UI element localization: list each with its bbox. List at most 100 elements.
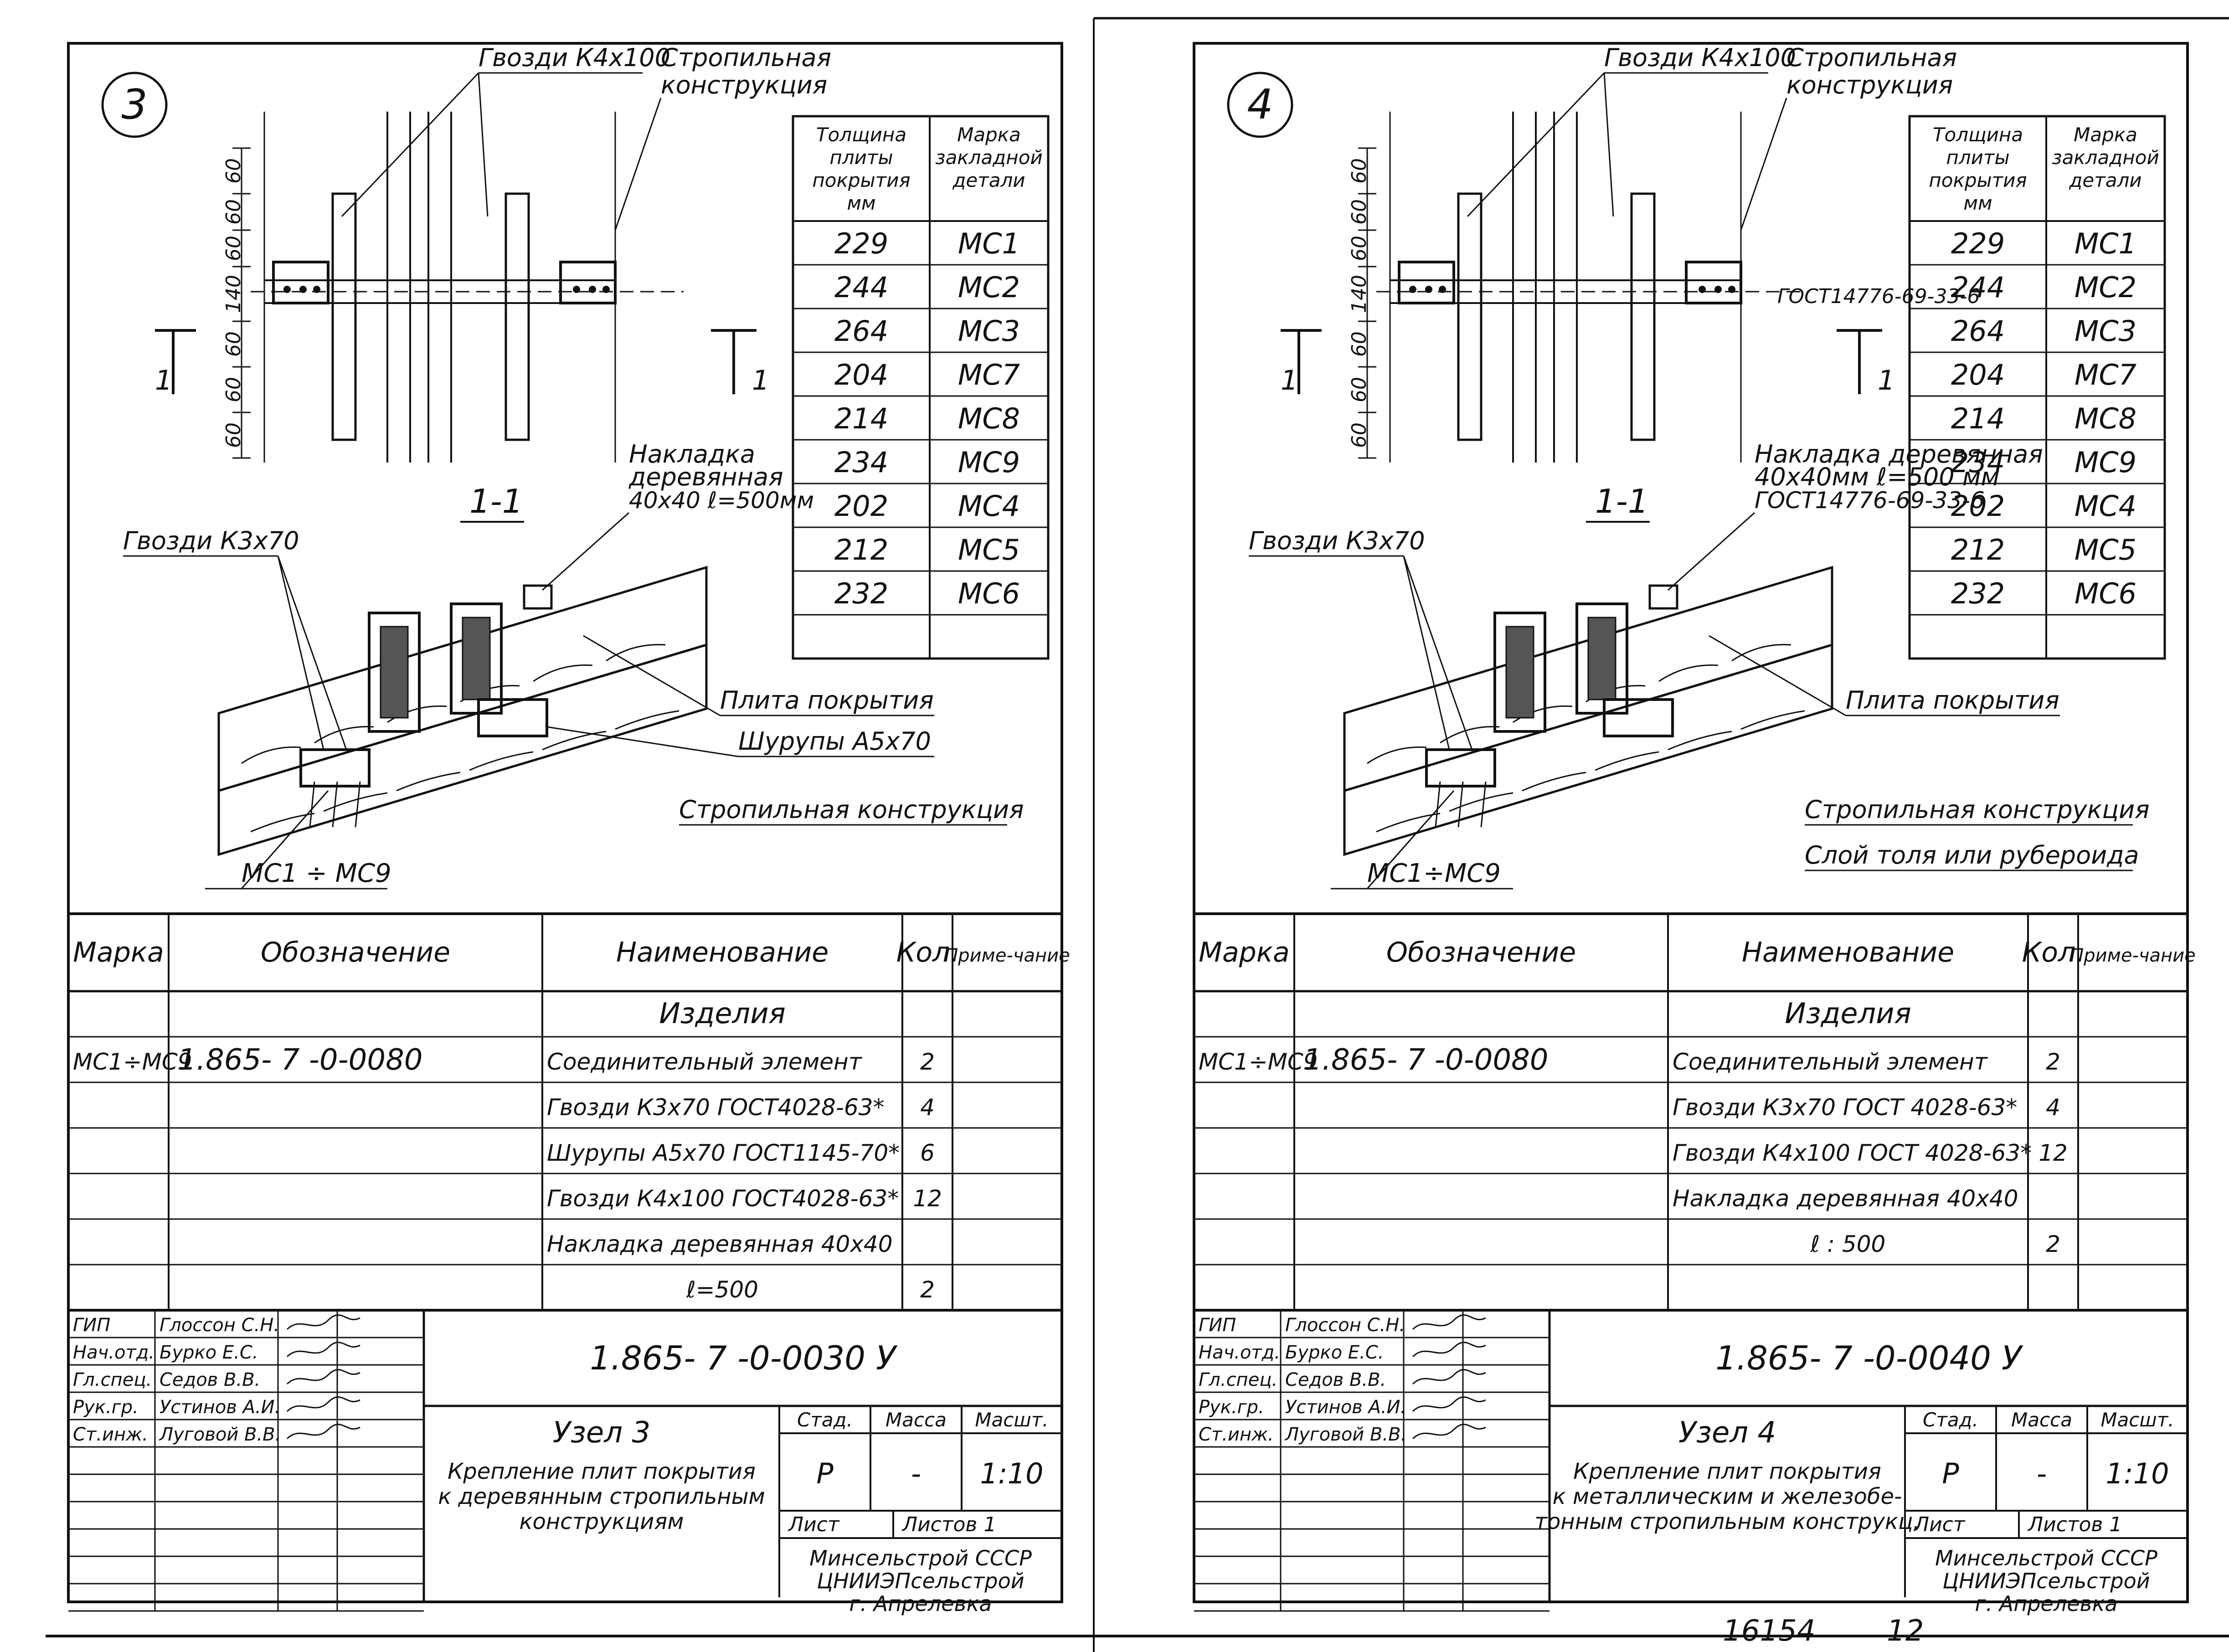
section-title: 1-1 bbox=[1595, 482, 1649, 520]
dimension-value: 60 bbox=[1348, 422, 1371, 448]
connector-plate bbox=[477, 698, 548, 737]
plate-mark: МС2 bbox=[958, 271, 1020, 304]
plate-thickness: 234 bbox=[834, 446, 888, 479]
fastener-dot bbox=[1409, 286, 1416, 293]
sheets-header: Листов 1 bbox=[2027, 1513, 2122, 1536]
dimension-value: 60 bbox=[1348, 331, 1371, 357]
organization: ЦНИИЭПсельстрой bbox=[817, 1569, 1024, 1593]
spec-section-title: Изделия bbox=[659, 997, 786, 1030]
spec-name: Гвозди К3х70 ГОСТ 4028-63* bbox=[1673, 1094, 2017, 1121]
person-name: Устинов А.И. bbox=[1285, 1397, 1406, 1418]
table-header: плиты bbox=[1946, 146, 2009, 169]
signature bbox=[1412, 1342, 1486, 1358]
plate-mark: МС7 bbox=[958, 358, 1020, 391]
signature bbox=[286, 1396, 360, 1412]
plate-thickness: 204 bbox=[1951, 358, 2005, 391]
thickness-table bbox=[1908, 115, 2166, 660]
joint-insulation bbox=[368, 612, 421, 733]
page-number: 12 bbox=[1887, 1614, 1924, 1648]
spec-header: Приме-чание bbox=[944, 945, 1070, 966]
thickness-table bbox=[792, 115, 1050, 660]
dimension-value: 60 bbox=[222, 236, 245, 261]
table-header: детали bbox=[952, 169, 1025, 191]
spec-qty: 2 bbox=[920, 1276, 935, 1303]
spec-qty: 4 bbox=[920, 1094, 935, 1121]
table-header: мм bbox=[1963, 192, 1992, 214]
signature bbox=[286, 1342, 360, 1358]
wood-grain bbox=[1595, 751, 1659, 771]
spec-qty: 2 bbox=[920, 1049, 935, 1075]
sheet-header: Лист bbox=[788, 1513, 840, 1536]
dimension-value: 60 bbox=[222, 377, 245, 402]
spec-name: Гвозди К4х100 ГОСТ4028-63* bbox=[547, 1185, 899, 1212]
connector-plate bbox=[1398, 261, 1455, 304]
person-role: Ст.инж. bbox=[1199, 1424, 1274, 1445]
plate-thickness: 212 bbox=[834, 533, 888, 566]
scale-header: Масшт. bbox=[2100, 1409, 2174, 1431]
label-roofing-layer: Слой толя или рубероида bbox=[1805, 841, 2139, 870]
spec-qty: 4 bbox=[2046, 1094, 2060, 1121]
wood-pad bbox=[504, 192, 530, 441]
mass-header: Масса bbox=[2011, 1409, 2072, 1431]
leader-line bbox=[277, 556, 347, 750]
top-pad bbox=[523, 584, 553, 610]
document-code: 1.865- 7 -0-0030 У bbox=[590, 1339, 898, 1377]
plate-thickness: 204 bbox=[834, 358, 888, 391]
wood-pad bbox=[331, 192, 357, 441]
spec-header: Наименование bbox=[1742, 937, 1954, 968]
sealant-core bbox=[1505, 626, 1534, 719]
leader-line bbox=[541, 512, 630, 591]
leader-line bbox=[1603, 72, 1614, 217]
plate-thickness: 264 bbox=[834, 314, 888, 348]
table-header: покрытия bbox=[812, 169, 910, 191]
cut-mark-label: 1 bbox=[155, 365, 172, 396]
dimension-value: 60 bbox=[222, 158, 245, 184]
plate-thickness: 244 bbox=[834, 271, 888, 304]
leader-line bbox=[1403, 556, 1473, 750]
nail bbox=[1457, 781, 1464, 828]
wood-grain bbox=[1731, 643, 1791, 662]
stage-header: Стад. bbox=[797, 1409, 853, 1431]
spec-name: ℓ=500 bbox=[686, 1276, 758, 1303]
wood-grain bbox=[241, 746, 301, 764]
table-header: плиты bbox=[829, 146, 893, 169]
sheets-header: Листов 1 bbox=[901, 1513, 996, 1536]
organization: ЦНИИЭПсельстрой bbox=[1942, 1569, 2150, 1593]
stage-header: Стад. bbox=[1923, 1409, 1978, 1431]
stage-value: Р bbox=[816, 1457, 834, 1490]
person-role: Гл.спец. bbox=[73, 1369, 152, 1390]
spec-header: Кол. bbox=[896, 937, 959, 968]
label-cover-slab: Плита покрытия bbox=[720, 686, 934, 715]
mass-value: - bbox=[911, 1457, 921, 1490]
spec-qty: 12 bbox=[913, 1185, 942, 1212]
wood-grain bbox=[1440, 726, 1500, 744]
leader-line bbox=[1467, 72, 1605, 217]
plate-mark: МС1 bbox=[2075, 227, 2136, 260]
leader-line bbox=[1709, 635, 1846, 716]
plate-thickness: 214 bbox=[834, 402, 888, 435]
spec-name: Соединительный элемент bbox=[1673, 1049, 1988, 1075]
wood-grain bbox=[542, 731, 607, 751]
wood-pad bbox=[1630, 192, 1656, 441]
sealant-core bbox=[462, 617, 491, 700]
nail bbox=[1480, 781, 1487, 828]
organization: г. Апрелевка bbox=[849, 1591, 992, 1616]
label-plate-range: МС1÷МС9 bbox=[1367, 859, 1501, 888]
sheet-frame bbox=[67, 42, 1063, 1603]
scale-header: Масшт. bbox=[975, 1409, 1048, 1431]
plate-thickness: 244 bbox=[1951, 271, 2005, 304]
organization: Минсельстрой СССР bbox=[1935, 1546, 2157, 1570]
sheet-frame bbox=[1193, 42, 2189, 1603]
plate-mark: МС6 bbox=[2075, 577, 2136, 610]
person-role: Нач.отд. bbox=[73, 1342, 154, 1363]
nail bbox=[309, 781, 315, 828]
sheet-header: Лист bbox=[1913, 1513, 1966, 1536]
fastener-dot bbox=[589, 286, 596, 293]
table-header: Марка bbox=[2074, 124, 2137, 146]
node-description: Крепление плит покрытия bbox=[448, 1459, 756, 1484]
dimension-value: 60 bbox=[1348, 158, 1371, 184]
plate-thickness: 234 bbox=[1951, 446, 2005, 479]
wood-grain bbox=[606, 643, 666, 662]
label-wood-pad: ГОСТ14776-69-33-6 bbox=[1755, 487, 1985, 514]
fastener-dot bbox=[1714, 286, 1722, 293]
